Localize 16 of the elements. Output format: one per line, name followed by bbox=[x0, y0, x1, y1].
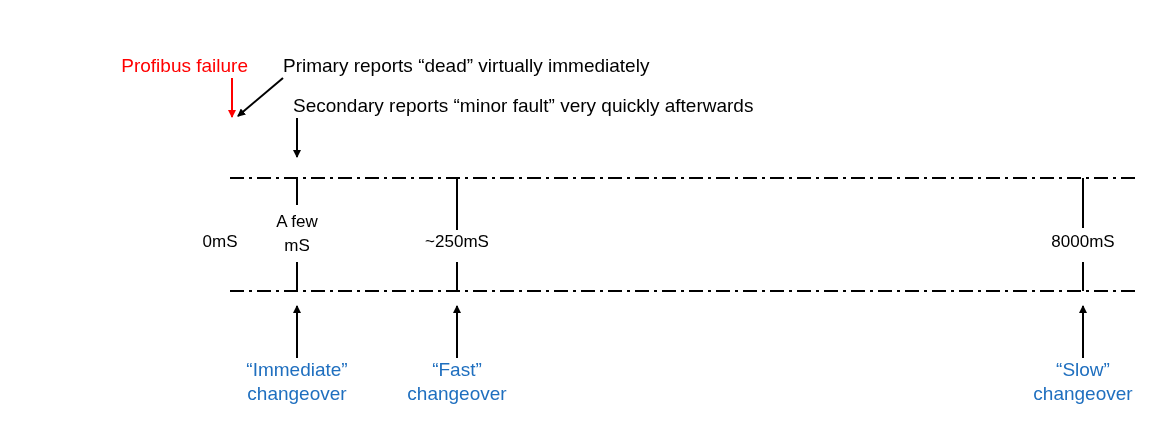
annotation-text: “Fast” changeover bbox=[397, 358, 517, 406]
annotation-text: Profibus failure bbox=[80, 54, 248, 78]
time-label: ~250mS bbox=[424, 231, 490, 253]
arrow bbox=[1079, 305, 1087, 359]
time-label: 0mS bbox=[201, 231, 239, 253]
annotation-text: “Slow” changeover bbox=[1023, 358, 1143, 406]
arrow bbox=[293, 305, 301, 359]
annotation-text: Primary reports “dead” virtually immediately bbox=[283, 54, 803, 78]
arrow bbox=[453, 305, 461, 359]
annotation-text: “Immediate” changeover bbox=[237, 358, 357, 406]
arrow bbox=[237, 77, 284, 117]
arrow bbox=[228, 77, 236, 118]
time-label: A few mS bbox=[275, 211, 319, 257]
annotation-text: Secondary reports “minor fault” very quickly afterwards bbox=[293, 94, 933, 118]
arrow bbox=[293, 117, 301, 158]
time-label: 8000mS bbox=[1050, 231, 1116, 253]
